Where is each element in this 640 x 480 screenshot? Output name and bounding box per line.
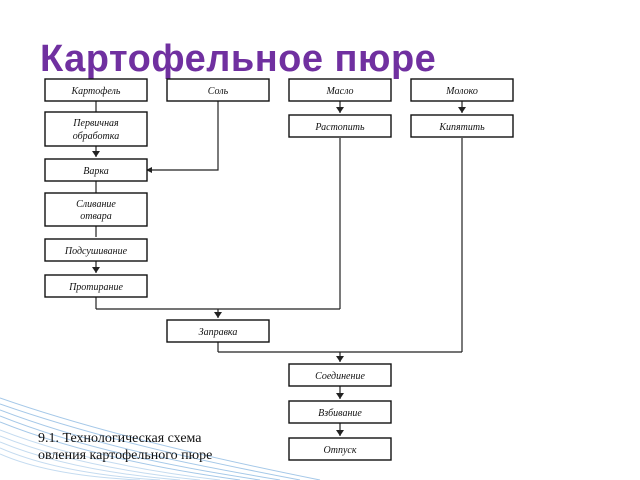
svg-text:Соль: Соль xyxy=(208,86,229,97)
box-cooking: Варка xyxy=(44,158,148,182)
box-drain: Сливание отвара xyxy=(44,192,148,227)
caption-line-1: 9.1. Технологическая схема xyxy=(38,431,202,446)
svg-text:отвара: отвара xyxy=(80,211,112,222)
svg-text:Первичная: Первичная xyxy=(72,118,119,129)
svg-text:Варка: Варка xyxy=(83,166,109,177)
connectors xyxy=(95,101,463,436)
svg-text:Молоко: Молоко xyxy=(445,86,478,97)
box-boil-milk: Кипятить xyxy=(410,114,514,138)
svg-text:Растопить: Растопить xyxy=(314,122,365,133)
svg-text:Заправка: Заправка xyxy=(199,327,238,338)
box-serving: Отпуск xyxy=(288,437,392,461)
svg-text:Картофель: Картофель xyxy=(71,86,121,97)
box-milk: Молоко xyxy=(410,78,514,102)
box-dressing: Заправка xyxy=(166,319,270,343)
box-combining: Соединение xyxy=(288,363,392,387)
svg-text:Подсушивание: Подсушивание xyxy=(64,246,128,257)
svg-text:Масло: Масло xyxy=(325,86,353,97)
svg-text:Отпуск: Отпуск xyxy=(324,445,357,456)
figure-caption: 9.1. Технологическая схема овления карто… xyxy=(38,430,212,464)
svg-text:Сливание: Сливание xyxy=(76,199,116,210)
caption-line-2: овления картофельного пюре xyxy=(38,448,213,463)
slide-title: Картофельное пюре xyxy=(40,38,437,80)
box-salt: Соль xyxy=(166,78,270,102)
box-melt: Растопить xyxy=(288,114,392,138)
svg-text:Взбивание: Взбивание xyxy=(318,408,362,419)
svg-text:Протирание: Протирание xyxy=(68,282,123,293)
box-whipping: Взбивание xyxy=(288,400,392,424)
box-drying: Подсушивание xyxy=(44,238,148,262)
box-mashing: Протирание xyxy=(44,274,148,298)
svg-text:обработка: обработка xyxy=(73,131,119,142)
box-butter: Масло xyxy=(288,78,392,102)
svg-text:Кипятить: Кипятить xyxy=(438,122,485,133)
box-potato: Картофель xyxy=(44,78,148,102)
arrowheads xyxy=(92,107,466,436)
svg-text:Соединение: Соединение xyxy=(315,371,365,382)
box-primary-processing: Первичная обработка xyxy=(44,111,148,147)
